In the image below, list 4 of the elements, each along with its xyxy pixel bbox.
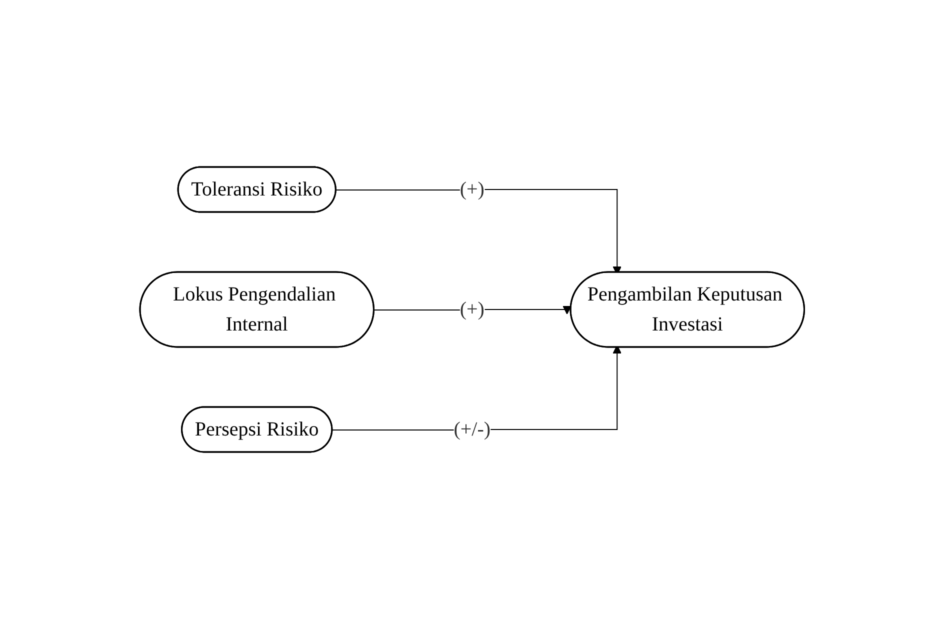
arrow [332, 344, 622, 430]
edge-label: (+) [460, 298, 485, 320]
edge-label: (+) [460, 178, 485, 200]
edge-label: (+/-) [454, 418, 491, 440]
